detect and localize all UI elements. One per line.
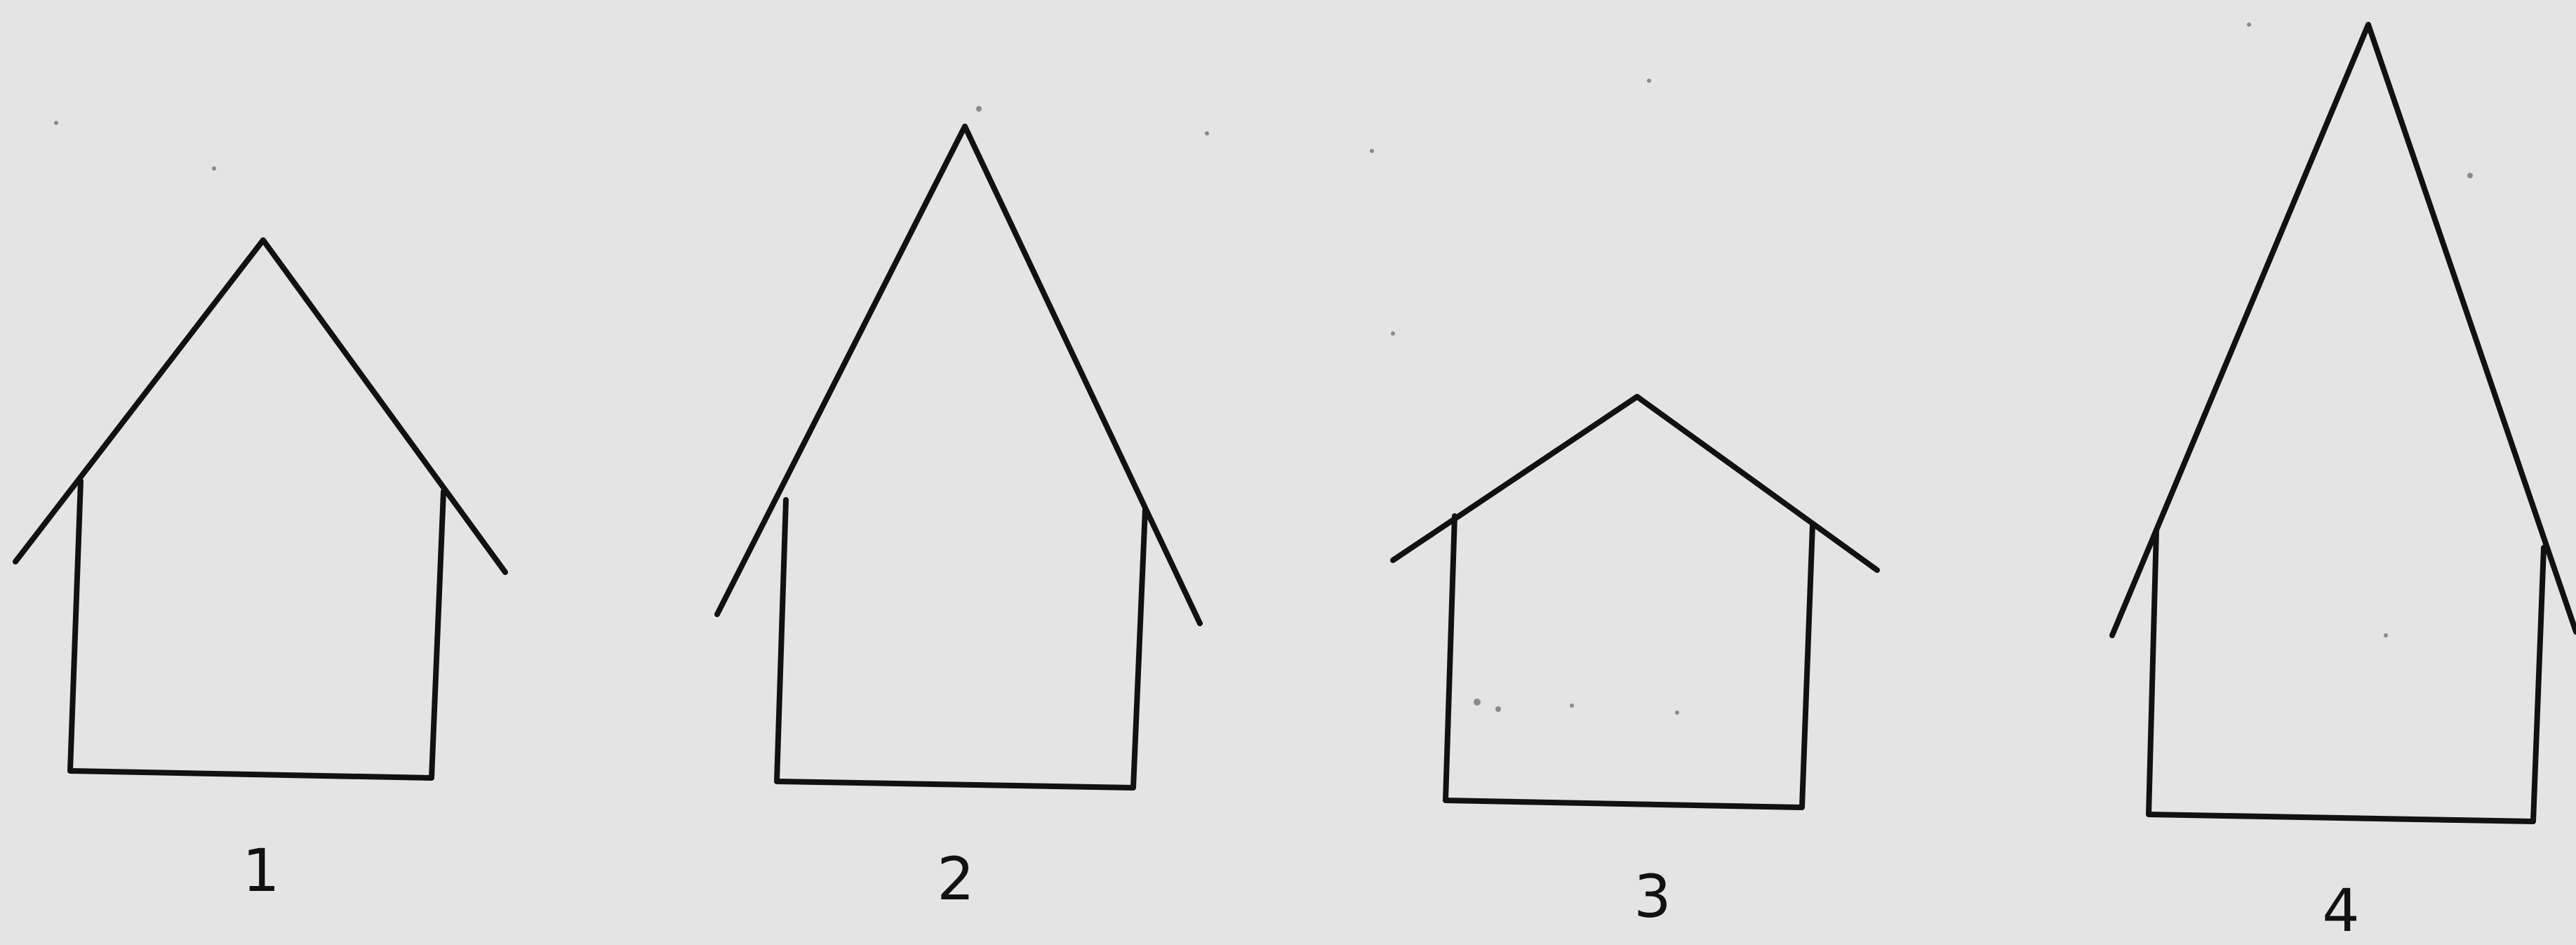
- house-4-label: 4: [2322, 881, 2359, 940]
- house-2-label: 2: [937, 850, 974, 908]
- house-3-walls: [1446, 516, 1813, 807]
- house-3: [1393, 397, 1877, 807]
- house-2-walls: [777, 500, 1145, 788]
- house-2-roof: [717, 126, 1200, 623]
- paper-specks: [54, 22, 2473, 715]
- house-4-walls: [2149, 530, 2544, 821]
- house-2: [717, 126, 1200, 788]
- house-1-roof: [15, 240, 505, 572]
- house-1-label: 1: [242, 841, 279, 900]
- house-1: [15, 240, 505, 778]
- house-3-roof: [1393, 397, 1877, 570]
- house-1-walls: [70, 481, 443, 778]
- house-3-label: 3: [1634, 867, 1671, 926]
- house-4: [2112, 25, 2576, 821]
- house-4-roof: [2112, 25, 2576, 635]
